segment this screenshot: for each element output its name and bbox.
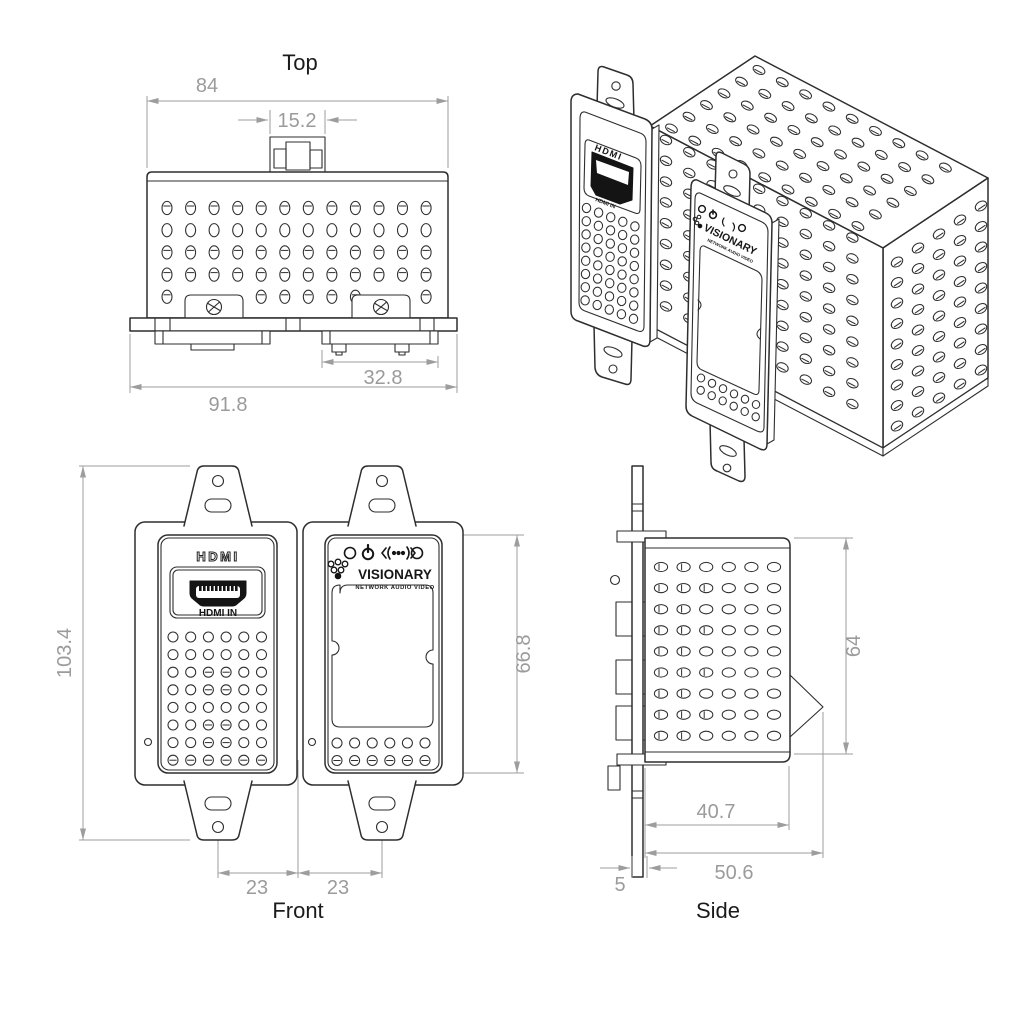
status-icons-row bbox=[343, 543, 424, 561]
side-spring-clip bbox=[789, 674, 824, 738]
side-screw-hole bbox=[307, 737, 317, 747]
front-view: 103.4 66.8 23 23 Front HDMI bbox=[54, 465, 535, 923]
top-view-title: Top bbox=[282, 50, 317, 75]
front-dim-lines bbox=[79, 465, 524, 878]
dim-overall-depth: 50.6 bbox=[715, 862, 754, 884]
led-circle-icon bbox=[343, 546, 357, 560]
dim-connector-block-width: 32.8 bbox=[364, 367, 403, 389]
dim-faceplate-height: 66.8 bbox=[513, 635, 535, 674]
front-view-title: Front bbox=[272, 898, 323, 923]
iso-plate-bottom-holes bbox=[696, 373, 761, 422]
iso-grapes-logo-icon bbox=[692, 214, 703, 229]
iso-right-lip bbox=[882, 377, 989, 457]
isometric-view: VISIONARY NETWORK AUDIO VIDEO HDMI HDMI … bbox=[570, 55, 989, 483]
front-left-holes bbox=[167, 631, 268, 766]
dim-plate-thickness: 5 bbox=[614, 874, 625, 896]
led-circle-icon bbox=[410, 546, 424, 560]
dim-body-height: 64 bbox=[843, 635, 865, 657]
front-visionary-device: VISIONARY NETWORK AUDIO VIDEO bbox=[302, 465, 464, 841]
front-hdmi-device: HDMI HDMI IN bbox=[134, 465, 298, 841]
iso-status-icons bbox=[697, 204, 747, 233]
iso-visionary-plate: VISIONARY NETWORK AUDIO VIDEO bbox=[685, 151, 780, 483]
dim-body-depth: 40.7 bbox=[697, 801, 736, 823]
screw-icon bbox=[205, 298, 223, 316]
side-dim-lines bbox=[600, 537, 853, 878]
hdmi-connector-icon bbox=[189, 580, 247, 607]
top-connector-block bbox=[269, 136, 326, 178]
brand-tagline: NETWORK AUDIO VIDEO bbox=[355, 585, 434, 591]
top-vent-holes bbox=[161, 200, 432, 304]
grapes-logo-icon bbox=[327, 558, 349, 580]
top-screw-plates bbox=[184, 294, 411, 319]
module-recess bbox=[331, 584, 434, 728]
dim-connector-width: 15.2 bbox=[278, 110, 317, 132]
dim-overall-width: 84 bbox=[196, 75, 218, 97]
side-body bbox=[644, 537, 791, 763]
side-screw-hole bbox=[143, 737, 153, 747]
side-vent-holes bbox=[653, 561, 782, 741]
dim-overall-height: 103.4 bbox=[54, 628, 76, 678]
side-view: 64 40.7 50.6 5 Side bbox=[600, 465, 865, 923]
dim-hole-offset-right: 23 bbox=[327, 877, 349, 899]
front-right-holes bbox=[331, 737, 431, 767]
top-dim-lines bbox=[129, 96, 458, 393]
iso-plate-holes bbox=[580, 202, 640, 324]
side-wall-plate bbox=[631, 465, 644, 878]
side-view-title: Side bbox=[696, 898, 740, 923]
hdmi-in-label: HDMI IN bbox=[199, 608, 237, 619]
screw-icon bbox=[372, 298, 390, 316]
iso-right-vents bbox=[890, 200, 988, 432]
top-base-plate bbox=[129, 317, 458, 356]
iso-top-vents bbox=[665, 64, 952, 232]
iso-hdmi-plate: HDMI HDMI IN bbox=[570, 65, 660, 386]
power-icon bbox=[361, 543, 375, 561]
top-view: Top 84 15.2 32.8 91.8 bbox=[129, 50, 458, 416]
dim-hole-offset-left: 23 bbox=[246, 877, 268, 899]
brand-label: VISIONARY bbox=[358, 567, 432, 582]
hdmi-label: HDMI bbox=[196, 549, 239, 564]
dim-base-width: 91.8 bbox=[209, 394, 248, 416]
